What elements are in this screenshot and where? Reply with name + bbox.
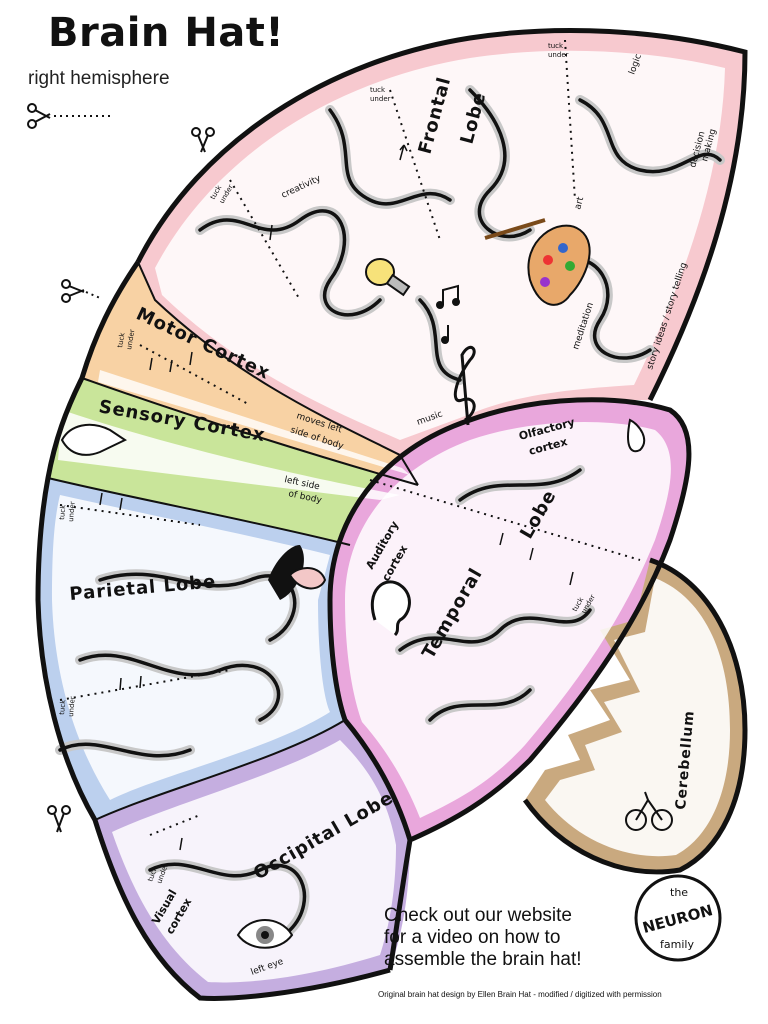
- bicycle-icon: [625, 791, 673, 831]
- logo-family: family: [660, 938, 694, 951]
- eye-icon: [236, 919, 294, 949]
- scissors-icon: [47, 805, 71, 833]
- scissors-icon: [27, 103, 112, 129]
- tuck-lines: [59, 39, 641, 836]
- credit-line: Original brain hat design by Ellen Brain…: [378, 990, 662, 999]
- gyri-pattern: [55, 85, 725, 935]
- lightbulb-icon: [365, 258, 411, 297]
- treble-clef-icon: [453, 345, 476, 426]
- tuck-label: tuck: [58, 504, 67, 521]
- ear-icon: [370, 580, 411, 637]
- tuck-label: tuck: [116, 331, 127, 348]
- page-subtitle: right hemisphere: [28, 68, 170, 89]
- paint-palette-icon: [484, 218, 591, 306]
- under-label: under: [370, 95, 391, 103]
- motor-cortex-region: [82, 262, 418, 485]
- tuck-label: tuck: [58, 699, 67, 716]
- under-label: under: [125, 329, 136, 351]
- scissors-icon: [61, 279, 101, 303]
- neuron-family-logo: the NEURON family: [634, 874, 722, 962]
- under-label: under: [548, 51, 569, 59]
- band-dividers: [47, 261, 419, 821]
- music-note-icon: [436, 284, 460, 344]
- art-label: art: [573, 195, 586, 210]
- page-title: Brain Hat!: [48, 10, 285, 56]
- hand-icon: [60, 423, 128, 456]
- logo-the: the: [670, 886, 688, 899]
- website-line-1: Check out our website: [384, 905, 572, 926]
- under-label: under: [67, 501, 77, 522]
- nose-icon: [627, 418, 646, 453]
- tuck-label: tuck: [548, 42, 564, 50]
- arrow-marks: [99, 144, 574, 851]
- tuck-label: tuck: [370, 86, 386, 94]
- website-note: Check out our website for a video on how…: [384, 905, 644, 971]
- under-label: under: [67, 696, 77, 717]
- website-line-3: assemble the brain hat!: [384, 949, 582, 970]
- tongue-mouth-icon: [268, 545, 327, 600]
- scissors-icon: [191, 127, 215, 153]
- website-line-2: for a video on how to: [384, 927, 561, 948]
